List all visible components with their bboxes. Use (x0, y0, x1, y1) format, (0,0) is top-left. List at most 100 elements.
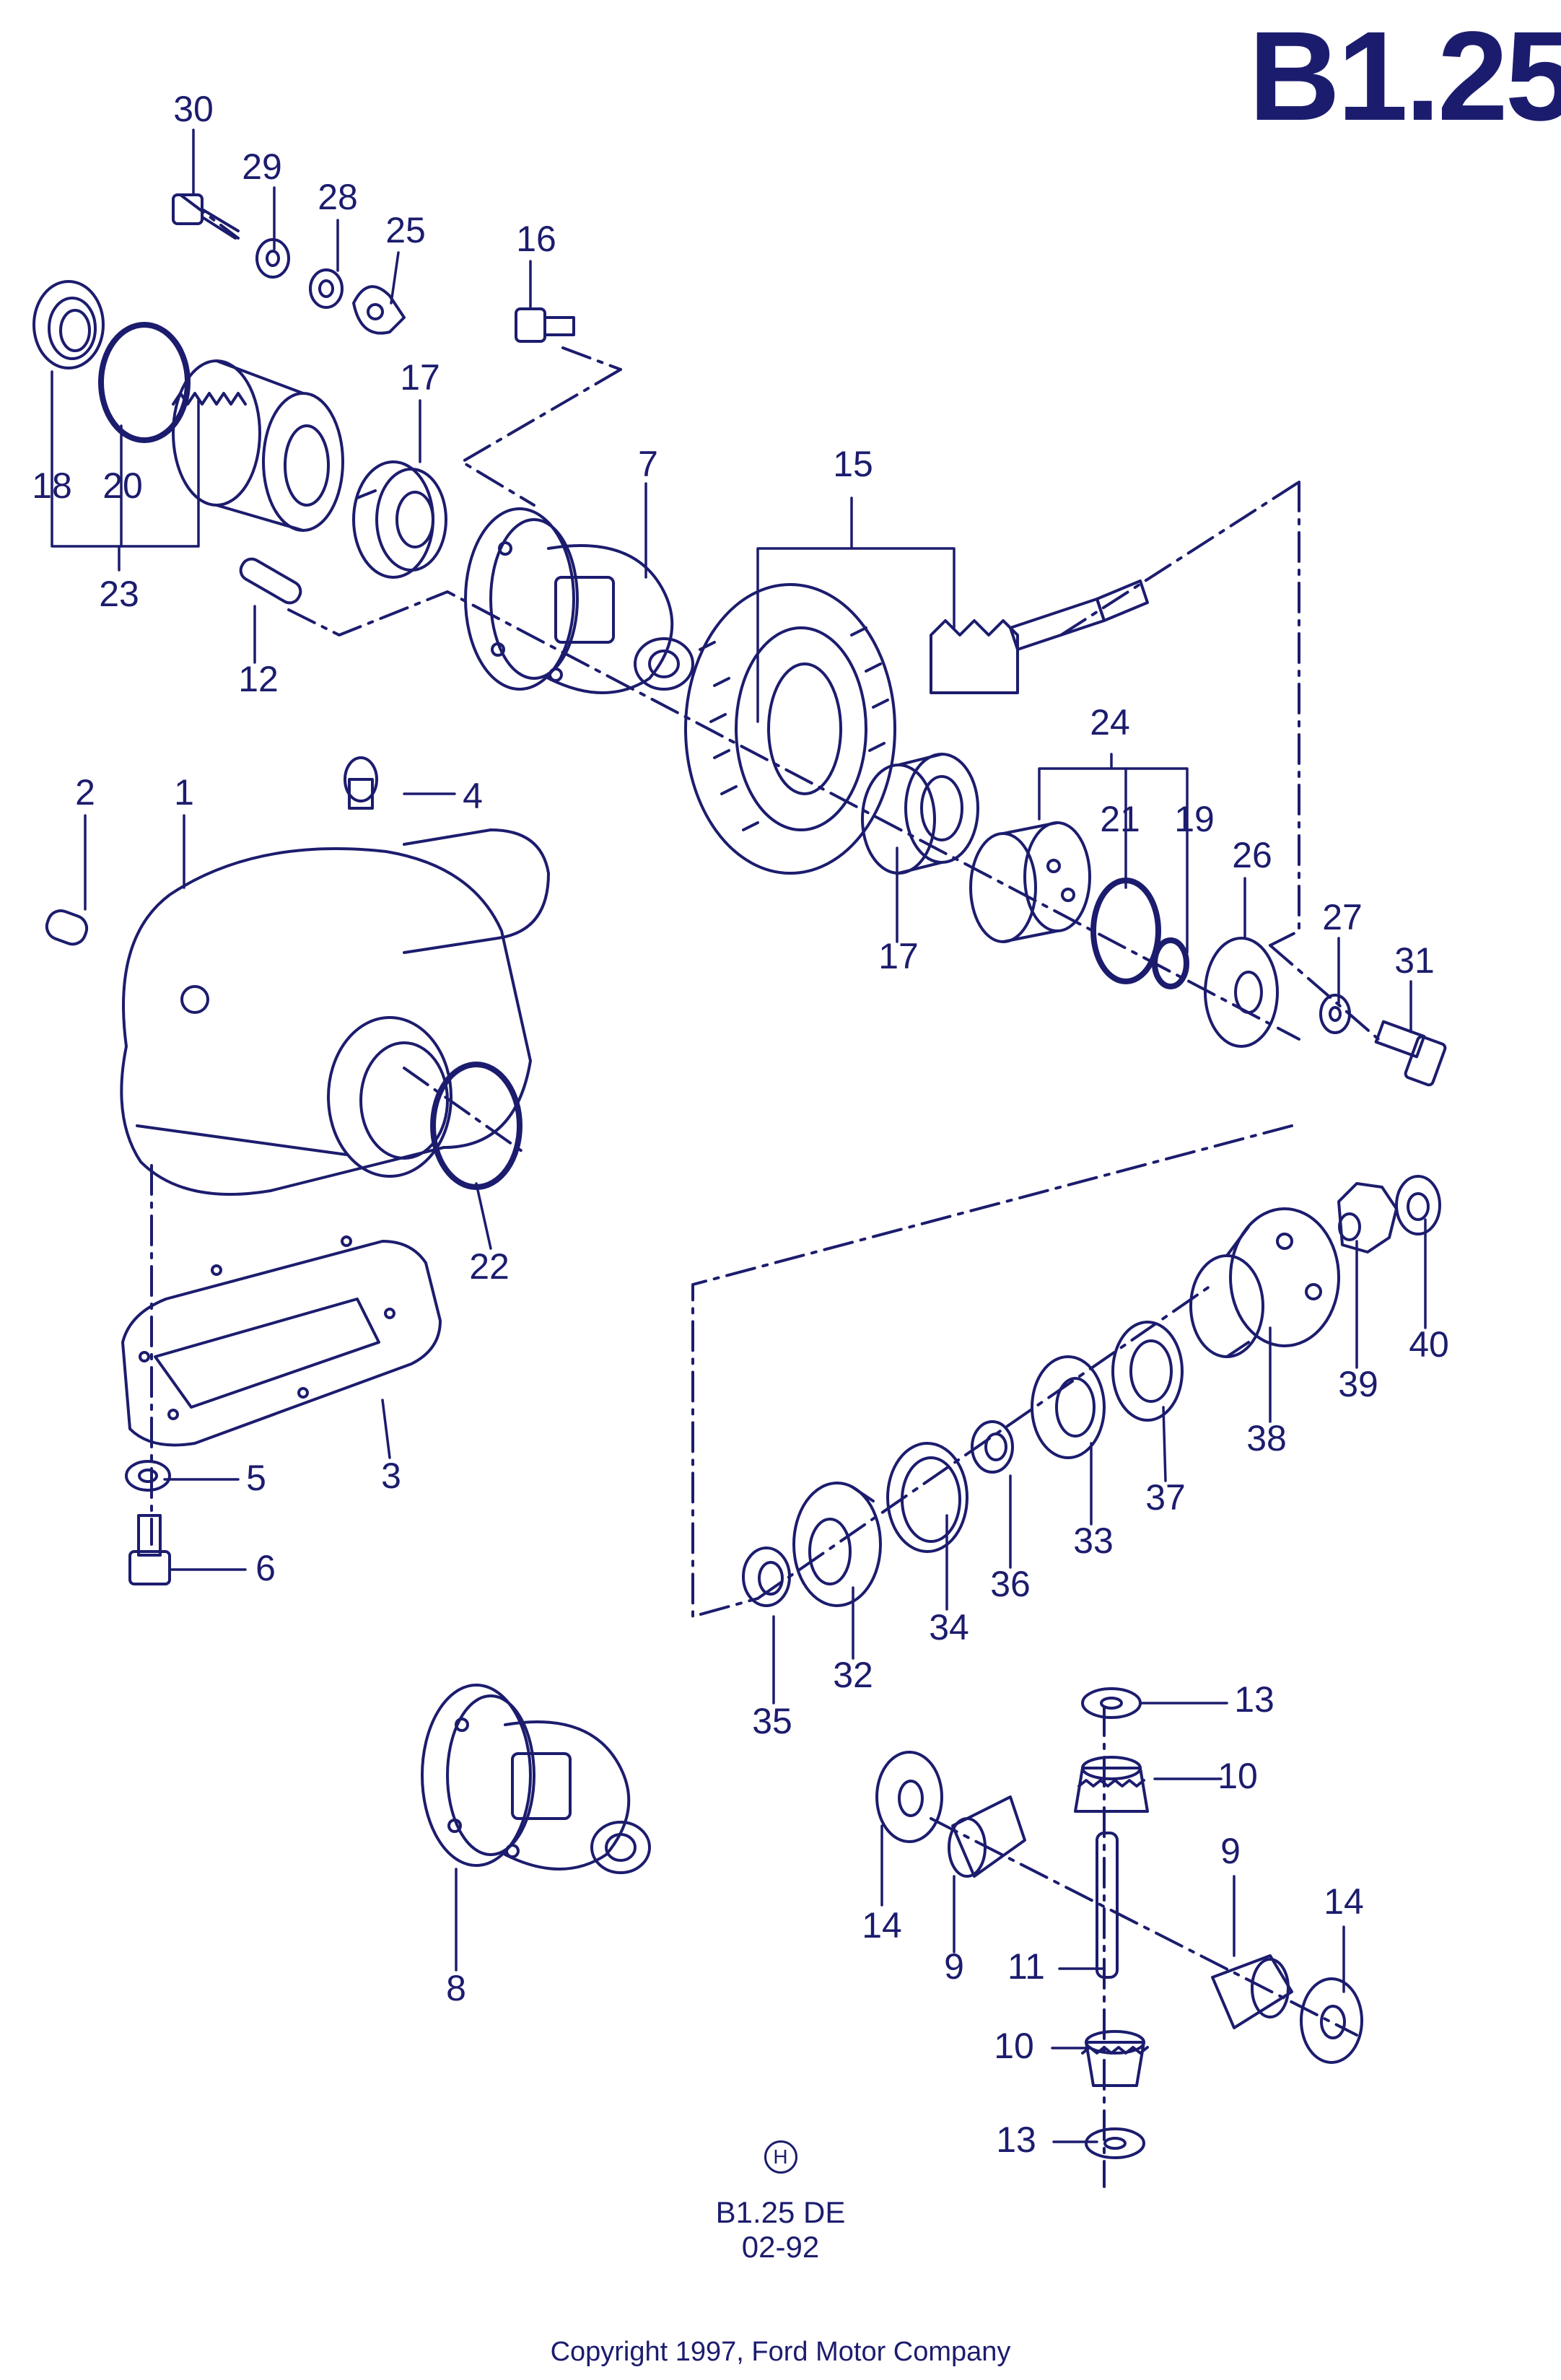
callout-c17a: 17 (400, 357, 440, 398)
part-30-bolt (172, 193, 240, 240)
diagram-reference: B1.25 DE (715, 2195, 846, 2229)
part-3-cover (121, 1235, 442, 1447)
part-13-washer-lower (1085, 2127, 1145, 2159)
callout-c8: 8 (446, 1968, 466, 2008)
part-23-adjuster (172, 359, 344, 532)
callout-c25: 25 (385, 210, 426, 250)
part-16-bolt (515, 307, 575, 343)
callout-c6: 6 (255, 1548, 276, 1588)
part-8-differential-case (421, 1684, 651, 1874)
callout-c23: 23 (99, 574, 139, 614)
part-21-o-ring (1090, 878, 1161, 984)
callout-c32: 32 (833, 1655, 873, 1695)
part-13-washer-upper (1081, 1687, 1142, 1719)
assembly-axis-lines (150, 193, 1380, 2188)
part-18-oil-seal (32, 280, 105, 369)
part-26-lock-plate (1204, 937, 1279, 1048)
callout-c12: 12 (238, 659, 279, 699)
part-28-washer (309, 268, 344, 309)
callout-leaders (84, 128, 1427, 2143)
part-29-clip (255, 238, 290, 279)
part-4-breather (344, 756, 378, 810)
callout-c40: 40 (1409, 1324, 1449, 1365)
part-2-plug (45, 909, 89, 946)
part-37-bearing (1111, 1321, 1184, 1422)
callout-c27: 27 (1322, 897, 1363, 937)
part-6-bolt (128, 1514, 171, 1585)
diagram-code: B1.25 (1249, 6, 1561, 147)
callout-c19: 19 (1174, 799, 1215, 839)
part-12-pin (239, 557, 302, 605)
part-22-o-ring (430, 1062, 522, 1190)
part-34-seal (886, 1442, 968, 1553)
callout-c2: 2 (75, 772, 95, 813)
callout-c9b: 9 (944, 1946, 964, 1987)
part-11-cross-shaft (1096, 1832, 1119, 1979)
callout-c15: 15 (833, 444, 873, 484)
part-10-side-gear-lower (1081, 2030, 1149, 2087)
callout-c30: 30 (173, 89, 214, 129)
callout-c13b: 13 (996, 2119, 1036, 2160)
copyright-notice: Copyright 1997, Ford Motor Company (550, 2337, 1011, 2367)
callout-c34: 34 (929, 1607, 969, 1648)
callout-c16: 16 (516, 219, 556, 259)
part-1-axle-housing (120, 828, 550, 1196)
callout-c17b: 17 (878, 936, 919, 976)
part-33-bearing (1031, 1355, 1106, 1459)
part-17-bearing-lower (861, 753, 979, 875)
part-7-differential-case (464, 507, 694, 694)
callout-c10a: 10 (1217, 1756, 1258, 1796)
part-14-thrust-washer-right (1300, 1977, 1363, 2064)
part-24-adjuster (969, 821, 1091, 943)
part-15-pinion-shaft (930, 579, 1149, 694)
part-9-pinion-gear-left (948, 1795, 1026, 1878)
callout-c31: 31 (1394, 940, 1435, 981)
part-39-nut (1337, 1182, 1398, 1254)
callout-c38: 38 (1246, 1418, 1287, 1458)
callout-c22: 22 (469, 1246, 510, 1287)
part-31-bolt (1374, 1020, 1447, 1087)
part-27-washer (1319, 994, 1351, 1034)
callout-c37: 37 (1145, 1477, 1186, 1518)
callout-c11: 11 (1007, 1946, 1045, 1987)
callout-c18: 18 (32, 465, 72, 506)
callout-c14b: 14 (862, 1905, 902, 1946)
callout-c28: 28 (318, 177, 358, 217)
callout-c36: 36 (990, 1564, 1031, 1604)
callout-c20: 20 (102, 465, 143, 506)
part-14-thrust-washer-left (875, 1751, 943, 1843)
manufacturer-symbol: H (0, 2136, 1561, 2174)
group-brackets (51, 370, 1189, 954)
part-10-side-gear-upper (1074, 1756, 1149, 1813)
callout-c14a: 14 (1324, 1881, 1364, 1922)
callout-c29: 29 (242, 146, 282, 187)
callout-c35: 35 (752, 1701, 792, 1741)
manufacturer-logo-icon: H (764, 2140, 797, 2174)
part-38-flange (1189, 1207, 1340, 1358)
callout-c24: 24 (1090, 702, 1130, 743)
callout-c1: 1 (174, 772, 194, 813)
part-35-shim (742, 1546, 791, 1607)
callout-c7: 7 (638, 444, 658, 484)
callout-c4: 4 (463, 776, 483, 816)
part-20-o-ring (98, 322, 191, 443)
part-36-spacer (971, 1420, 1014, 1474)
callout-c39: 39 (1338, 1364, 1378, 1404)
diagram-date: 02-92 (741, 2230, 820, 2264)
part-5-washer (125, 1460, 171, 1492)
callout-c3: 3 (381, 1456, 401, 1496)
part-15-ring-gear (684, 583, 896, 875)
part-17-bearing-upper (352, 460, 447, 579)
callout-c26: 26 (1232, 835, 1272, 875)
part-19-o-ring (1152, 937, 1189, 989)
callout-c33: 33 (1073, 1521, 1114, 1561)
part-9-pinion-gear-right (1211, 1954, 1293, 2029)
callout-c5: 5 (246, 1458, 266, 1498)
part-25-lock-tab (352, 285, 406, 335)
callout-c21: 21 (1100, 799, 1140, 839)
part-32-bearing (792, 1482, 882, 1607)
callout-c9a: 9 (1220, 1831, 1241, 1871)
